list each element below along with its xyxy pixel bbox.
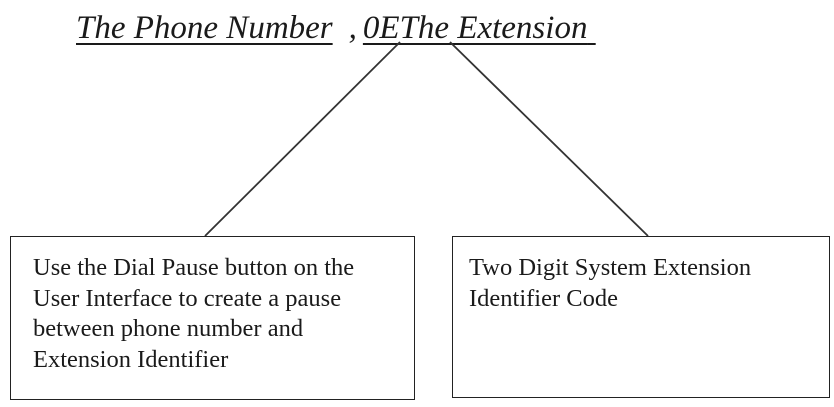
connector-right (449, 41, 649, 237)
extension-code: 0E (362, 10, 400, 46)
phone-number-label: The Phone Number (76, 10, 333, 46)
extension-callout-text: Two Digit System Extension Identifier Co… (469, 254, 752, 312)
extension-callout-box: Two Digit System Extension Identifier Co… (452, 236, 830, 398)
connector-left (204, 41, 401, 237)
pause-callout-box: Use the Dial Pause button on the User In… (10, 236, 415, 400)
separator-comma: , (348, 10, 357, 46)
pause-callout-text: Use the Dial Pause button on the User In… (33, 254, 355, 373)
underline-tail (587, 8, 619, 48)
format-line: The Phone Number,0EThe Extension (76, 8, 619, 48)
extension-label: The Extension (399, 10, 588, 46)
